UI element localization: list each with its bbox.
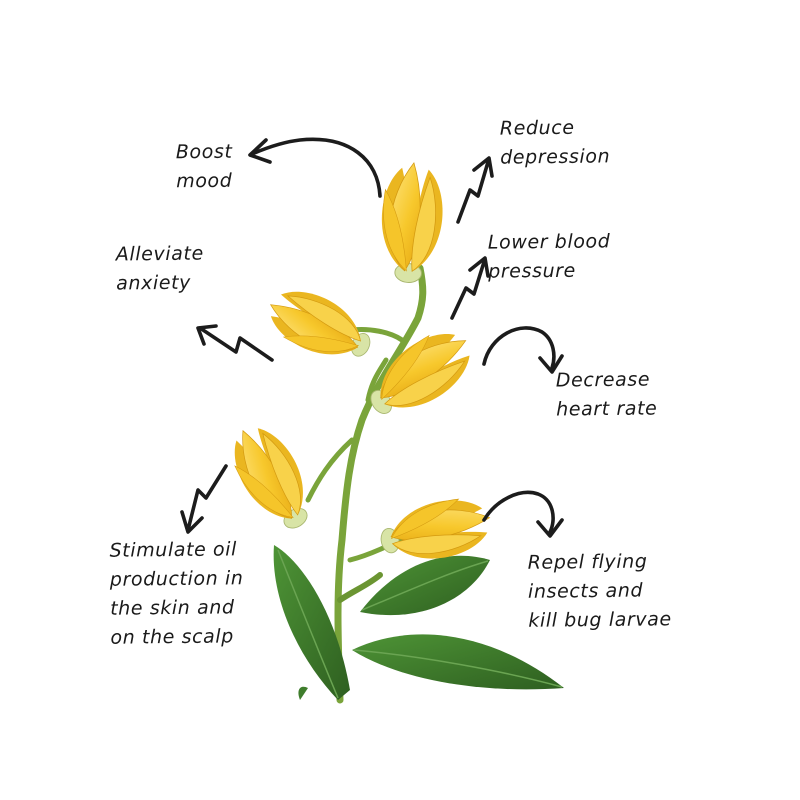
label-line: Alleviate [115, 242, 204, 266]
leaf-bottom [352, 634, 564, 690]
leaf-left [273, 545, 350, 700]
arrow-repel-insects [482, 490, 564, 538]
arrow-alleviate-anxiety [196, 324, 274, 362]
label-alleviate-anxiety: Alleviate anxiety [116, 240, 205, 299]
label-line: Reduce [499, 116, 575, 140]
label-line: mood [176, 169, 233, 193]
label-decrease-heart-rate: Decrease heart rate [556, 365, 658, 424]
label-line: production in [109, 567, 244, 591]
label-lower-blood-pressure: Lower blood pressure [488, 227, 611, 286]
label-repel-insects: Repel flying insects and kill bug larvae [528, 547, 672, 635]
label-line: pressure [488, 259, 576, 283]
label-line: anxiety [116, 271, 192, 295]
label-line: the skin and [110, 596, 235, 620]
arrow-lower-blood-pressure [450, 256, 490, 320]
label-line: Decrease [555, 368, 651, 392]
label-reduce-depression: Reduce depression [500, 113, 611, 172]
arrow-reduce-depression [456, 156, 494, 224]
arrow-decrease-heart-rate [482, 326, 564, 374]
label-line: depression [500, 145, 611, 169]
label-line: kill bug larvae [528, 608, 672, 632]
label-line: Boost [175, 140, 233, 164]
label-line: Lower blood [487, 230, 611, 254]
label-line: Repel flying [527, 550, 648, 574]
label-line: insects and [527, 579, 644, 603]
label-stimulate-oil: Stimulate oil production in the skin and… [109, 535, 244, 652]
label-line: on the scalp [110, 625, 235, 649]
arrow-stimulate-oil [180, 464, 228, 534]
label-line: heart rate [556, 397, 658, 421]
arrow-boost-mood [248, 137, 382, 198]
label-boost-mood: Boost mood [176, 138, 233, 197]
label-line: Stimulate oil [109, 538, 238, 562]
